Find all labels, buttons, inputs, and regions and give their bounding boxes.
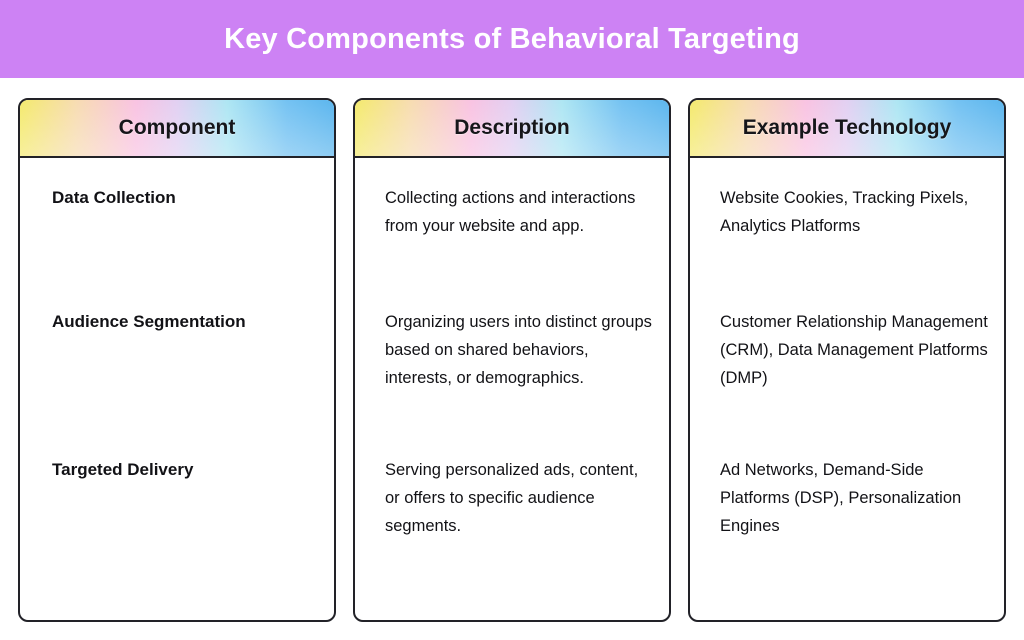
table-cell: Organizing users into distinct groups ba… xyxy=(355,288,669,438)
cell-text-example-2: Ad Networks, Demand-Side Platforms (DSP)… xyxy=(720,461,962,535)
table-cell: Audience Segmentation xyxy=(20,288,334,438)
comparison-table: Component Data Collection Audience Segme… xyxy=(0,78,1024,640)
column-body-component: Data Collection Audience Segmentation Ta… xyxy=(20,158,334,620)
column-header-component: Component xyxy=(20,100,334,158)
table-cell: Customer Relationship Management (CRM), … xyxy=(690,288,1004,438)
title-banner: Key Components of Behavioral Targeting xyxy=(0,0,1024,78)
table-cell: Website Cookies, Tracking Pixels, Analyt… xyxy=(690,158,1004,288)
cell-text-description-0: Collecting actions and interactions from… xyxy=(385,189,636,235)
column-header-example-technology: Example Technology xyxy=(690,100,1004,158)
table-cell: Targeted Delivery xyxy=(20,438,334,588)
cell-text-description-1: Organizing users into distinct groups ba… xyxy=(385,313,652,387)
cell-text-example-1: Customer Relationship Management (CRM), … xyxy=(720,313,988,387)
table-cell: Data Collection xyxy=(20,158,334,288)
cell-text-component-2: Targeted Delivery xyxy=(52,460,194,479)
table-column-example-technology: Example Technology Website Cookies, Trac… xyxy=(688,98,1006,622)
column-header-description: Description xyxy=(355,100,669,158)
column-header-label-example-technology: Example Technology xyxy=(742,116,952,139)
cell-text-example-0: Website Cookies, Tracking Pixels, Analyt… xyxy=(720,189,969,235)
table-column-component: Component Data Collection Audience Segme… xyxy=(18,98,336,622)
column-header-label-description: Description xyxy=(454,116,570,139)
cell-text-component-1: Audience Segmentation xyxy=(52,312,246,331)
cell-text-description-2: Serving personalized ads, content, or of… xyxy=(385,461,639,535)
table-cell: Collecting actions and interactions from… xyxy=(355,158,669,288)
column-body-example-technology: Website Cookies, Tracking Pixels, Analyt… xyxy=(690,158,1004,620)
cell-text-component-0: Data Collection xyxy=(52,188,176,207)
table-cell: Ad Networks, Demand-Side Platforms (DSP)… xyxy=(690,438,1004,588)
column-body-description: Collecting actions and interactions from… xyxy=(355,158,669,620)
page-title: Key Components of Behavioral Targeting xyxy=(224,22,800,55)
table-column-description: Description Collecting actions and inter… xyxy=(353,98,671,622)
column-header-label-component: Component xyxy=(118,116,236,139)
table-cell: Serving personalized ads, content, or of… xyxy=(355,438,669,588)
